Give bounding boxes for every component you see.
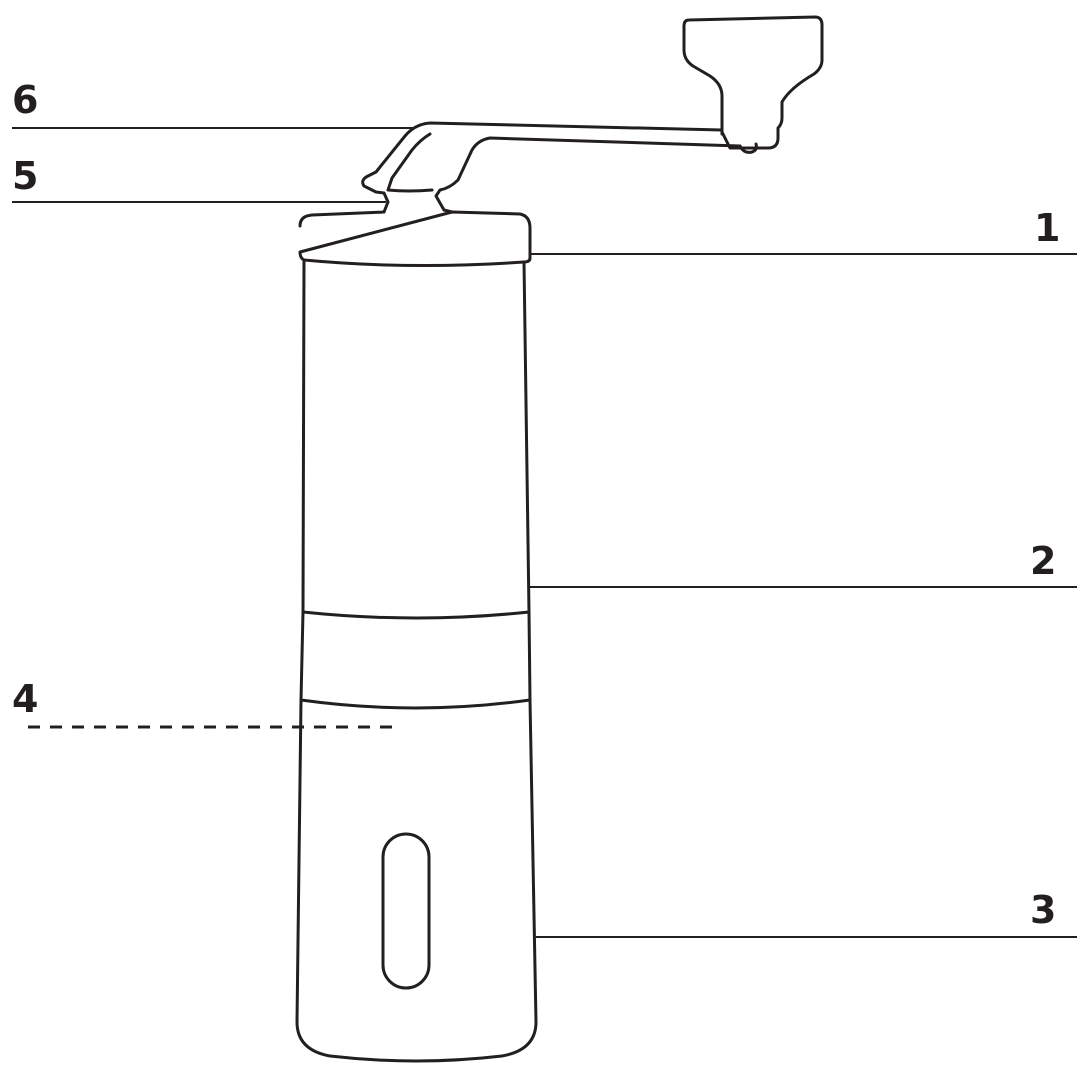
- crank-knob-cap: [738, 142, 758, 154]
- catch-cup: [295, 698, 538, 1063]
- crank-arm-inner: [386, 132, 434, 193]
- callout-5: 5: [12, 154, 38, 198]
- viewing-window: [381, 832, 431, 990]
- callout-1: 1: [1034, 206, 1060, 250]
- callout-6: 6: [12, 78, 38, 122]
- crank-knob: [682, 15, 824, 150]
- grinder-lid: [298, 210, 532, 268]
- body-lower-seam: [301, 610, 531, 620]
- callout-3: 3: [1030, 888, 1056, 932]
- callout-2: 2: [1030, 539, 1056, 583]
- adjustment-ring: [299, 610, 532, 710]
- grinder-body: [301, 258, 531, 614]
- callout-4: 4: [12, 677, 38, 721]
- crank-arm: [361, 121, 742, 214]
